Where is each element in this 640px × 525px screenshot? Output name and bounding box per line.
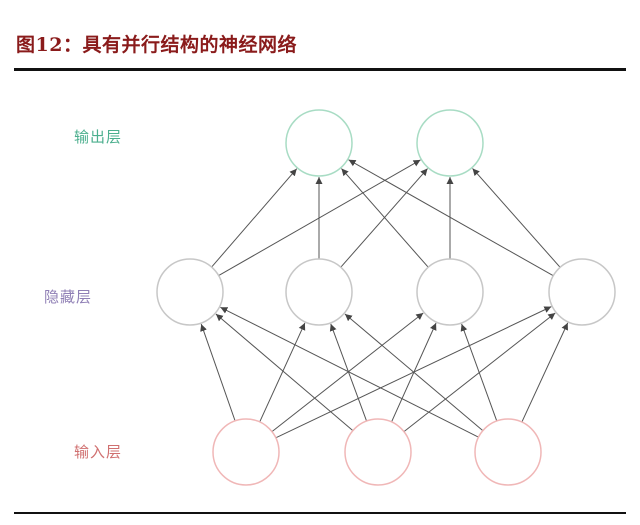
- connection-edges: [200, 159, 569, 439]
- input-node-3: [474, 418, 542, 486]
- edge-hidden-4-to-output-2: [472, 168, 561, 268]
- input-node-1: [212, 418, 280, 486]
- edge-input-3-to-hidden-2: [344, 313, 484, 432]
- input-layer-label: 输入层: [74, 443, 123, 461]
- edge-input-1-to-hidden-2: [259, 322, 306, 423]
- edge-input-3-to-hidden-3: [460, 323, 498, 422]
- edge-input-2-to-hidden-1: [215, 313, 354, 431]
- edge-input-1-to-hidden-3: [271, 312, 424, 433]
- figure-title: 图12：具有并行结构的神经网络: [16, 34, 297, 56]
- top-rule: [14, 68, 626, 71]
- edge-hidden-3-to-output-1: [341, 168, 429, 268]
- hidden-node-2: [285, 258, 353, 326]
- bottom-rule: [14, 512, 626, 514]
- input-node-2: [344, 418, 412, 486]
- network-nodes: [156, 109, 616, 486]
- edge-input-3-to-hidden-1: [220, 306, 479, 438]
- edge-input-1-to-hidden-1: [200, 323, 236, 422]
- hidden-node-4: [548, 258, 616, 326]
- edge-input-2-to-hidden-2: [329, 323, 368, 422]
- output-node-1: [285, 109, 353, 177]
- edge-hidden-1-to-output-2: [218, 159, 421, 277]
- hidden-node-3: [416, 258, 484, 326]
- hidden-node-1: [156, 258, 224, 326]
- edge-hidden-4-to-output-1: [348, 159, 554, 277]
- output-layer-label: 输出层: [74, 128, 123, 146]
- edge-hidden-1-to-output-1: [211, 168, 298, 268]
- hidden-layer-label: 隐藏层: [44, 288, 93, 306]
- output-node-2: [416, 109, 484, 177]
- edge-input-3-to-hidden-4: [521, 322, 569, 423]
